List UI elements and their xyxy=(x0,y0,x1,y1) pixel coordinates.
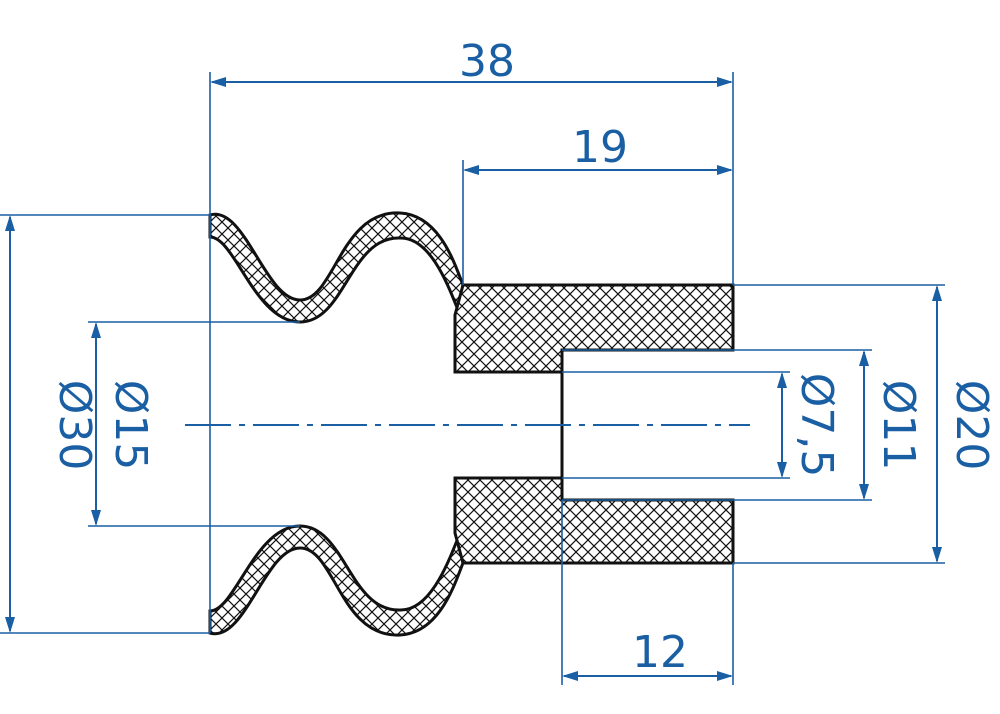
dimension-diameter-7-5: Ø7,5 xyxy=(562,371,842,479)
sleeve-upper xyxy=(453,283,735,374)
dimension-label-19: 19 xyxy=(572,122,628,173)
dimension-diameter-11: Ø11 xyxy=(562,349,924,501)
dimension-diameter-15: Ø15 xyxy=(88,321,300,527)
dimension-diameter-20: Ø20 xyxy=(733,284,997,564)
bellows-wall-upper xyxy=(208,211,465,324)
dimension-label-12: 12 xyxy=(632,627,688,678)
dimension-label-38: 38 xyxy=(459,36,515,87)
dimension-label-diameter-15: Ø15 xyxy=(105,380,156,471)
dimension-overall-length: 38 xyxy=(209,36,734,633)
dimension-label-diameter-11: Ø11 xyxy=(873,380,924,471)
sleeve-lower xyxy=(453,476,735,565)
bellows-wall-lower xyxy=(208,524,465,637)
dimension-label-diameter-20: Ø20 xyxy=(946,380,997,471)
dimension-diameter-30: Ø30 xyxy=(0,214,210,634)
dimension-bore-depth: 12 xyxy=(561,500,734,685)
dimension-label-diameter-30: Ø30 xyxy=(49,380,100,471)
dimension-sleeve-length: 19 xyxy=(462,122,733,285)
bellows-part xyxy=(208,211,735,637)
dimension-label-diameter-7-5: Ø7,5 xyxy=(791,373,842,478)
